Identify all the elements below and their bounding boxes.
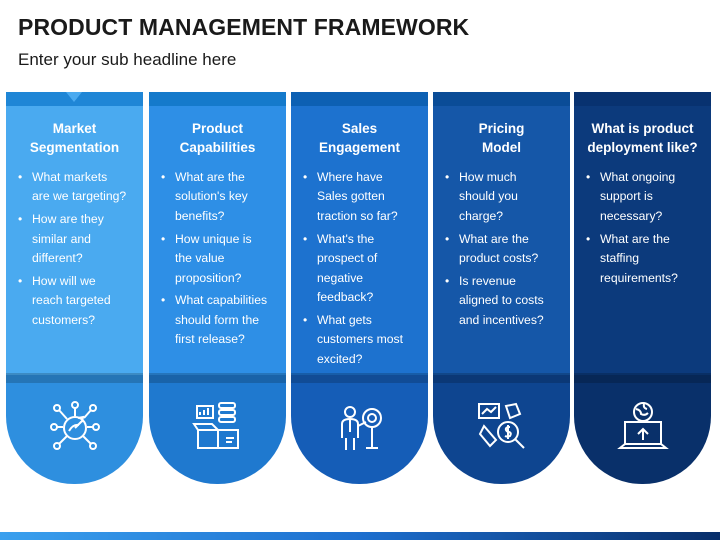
column-heading: Market Segmentation — [29, 121, 120, 155]
column-product-deployment: What is product deployment like? What on… — [574, 92, 711, 484]
column-heading: Pricing Model — [478, 121, 525, 155]
column-icon-base — [433, 375, 570, 484]
salesperson-target-icon — [341, 406, 382, 450]
notch-marker — [66, 92, 82, 102]
column-heading: Sales Engagement — [318, 121, 400, 155]
pricing-analysis-icon — [478, 402, 525, 449]
target-network-icon — [50, 401, 100, 450]
column-heading: Product Capabilities — [179, 121, 256, 155]
column-product-capabilities: Product Capabilities What are thesolutio… — [149, 92, 286, 484]
column-icon-base — [291, 375, 428, 484]
footer-accent-bar — [0, 532, 720, 540]
product-box-icon — [192, 402, 239, 449]
column-heading: What is product deployment like? — [587, 121, 698, 155]
page-title: PRODUCT MANAGEMENT FRAMEWORK — [18, 14, 470, 40]
page-subtitle: Enter your sub headline here — [18, 50, 237, 69]
laptop-globe-upload-icon — [617, 402, 669, 449]
column-icon-base — [6, 375, 143, 484]
